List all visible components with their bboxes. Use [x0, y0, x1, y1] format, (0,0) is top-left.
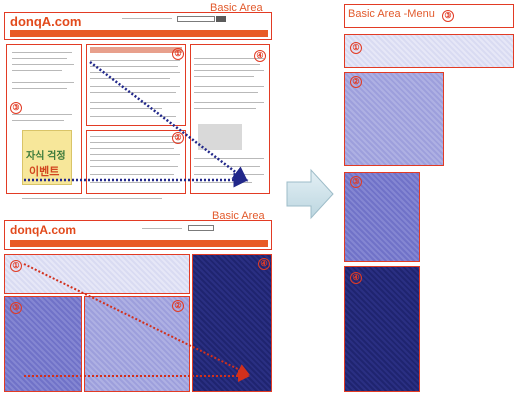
right-mark-1: ①: [350, 42, 362, 54]
right-stack: Basic Area -Menu ③ ① ② ③ ④: [344, 4, 516, 392]
bottom-reading-arrows: [2, 210, 274, 392]
right-mark-4: ④: [350, 272, 362, 284]
right-mark-3: ③: [350, 176, 362, 188]
right-block-1: [344, 34, 514, 68]
right-block-4: [344, 266, 420, 392]
top-reading-arrows: [2, 2, 274, 202]
right-menu-label: Basic Area -Menu: [348, 8, 435, 20]
transform-arrow-icon: [285, 168, 335, 220]
top-screenshot: Basic Area donqA.com 자식 걱정 이벤트: [2, 2, 274, 202]
right-mark-2: ②: [350, 76, 362, 88]
right-menu-mark: ③: [442, 10, 454, 22]
bottom-wireframe: Basic Area donqA.com ① ② ③ ④: [2, 210, 274, 392]
